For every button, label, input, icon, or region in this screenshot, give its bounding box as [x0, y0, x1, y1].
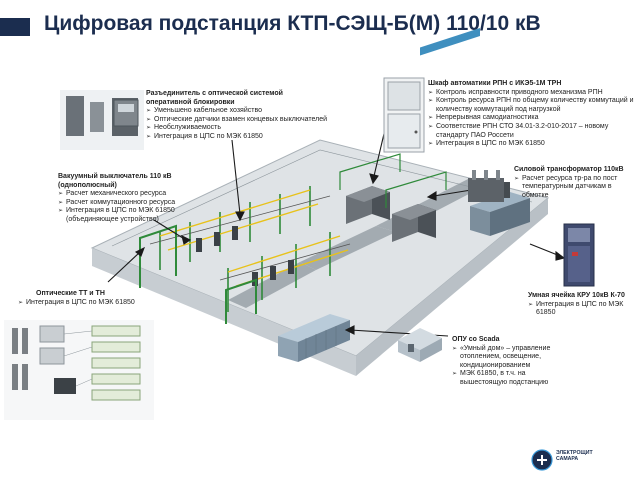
callout-transformer: Силовой трансформатор 110кВ Расчет ресур… — [514, 166, 636, 200]
callout-item: «Умный дом» – управление отоплением, осв… — [452, 345, 570, 371]
callout-item: Соответствие РПН СТО 34.01-3.2-010-2017 … — [428, 123, 636, 140]
disconnector-drive-photo — [113, 99, 139, 127]
kru-cell-photo — [563, 223, 595, 287]
callout-vacuum-breaker: Вакуумный выключатель 110 кВ (однополюсн… — [58, 173, 198, 225]
callout-item: МЭК 61850, в т.ч. на вышестоящую подстан… — [452, 370, 570, 387]
callout-item: Расчет ресурса тр-ра по пост температурн… — [514, 175, 636, 201]
optical-ct-scheme — [4, 320, 154, 420]
callout-smart-cell: Умная ячейка КРУ 10кВ К-70 Интеграция в … — [528, 292, 636, 318]
rpn-cabinet-photo — [383, 77, 425, 153]
callout-title: Разъединитель с оптической системой опер… — [146, 90, 283, 106]
opu-container — [278, 314, 350, 362]
callout-title: Шкаф автоматики РПН с ИКЭ5-1М ТРН — [428, 80, 562, 87]
callout-optical-ct: Оптические ТТ и ТН Интеграция в ЦПС по М… — [18, 290, 138, 307]
transformer-photo — [468, 170, 510, 202]
callout-title: Силовой трансформатор 110кВ — [514, 166, 624, 173]
callout-title: Оптические ТТ и ТН — [36, 290, 105, 297]
callout-item: Интеграция в ЦПС по МЭК 61850 (объединяю… — [58, 207, 198, 224]
callout-item: Уменьшено кабельное хозяйство — [146, 107, 327, 116]
callout-item: Интеграция в ЦПС по МЭК 61850 — [528, 301, 636, 318]
callout-item: Непрерывная самодиагностика — [428, 114, 636, 123]
opu-room-photo — [398, 328, 442, 362]
callout-item: Контроль исправности приводного механизм… — [428, 89, 636, 98]
title-accent-bar — [0, 18, 30, 36]
callout-title: ОПУ со Scada — [452, 336, 500, 343]
callout-item: Интеграция в ЦПС по МЭК 61850 — [428, 140, 636, 149]
callout-item: Оптические датчики взамен концевых выклю… — [146, 116, 327, 125]
callout-item: Интеграция в ЦПС по МЭК 61850 — [146, 133, 327, 142]
callout-opu: ОПУ со Scada «Умный дом» – управление от… — [452, 336, 570, 388]
callout-item: Расчет коммутационного ресурса — [58, 199, 198, 208]
power-transformers — [339, 28, 480, 242]
callout-disconnector: Разъединитель с оптической системой опер… — [146, 90, 327, 142]
company-logo — [528, 448, 632, 472]
switchyard-110kv — [139, 186, 351, 324]
callout-item: Необслуживаемость — [146, 124, 327, 133]
callout-title: Вакуумный выключатель 110 кВ (однополюсн… — [58, 173, 172, 189]
callout-item: Контроль ресурса РПН по общему количеств… — [428, 97, 636, 114]
callout-item: Расчет механического ресурса — [58, 190, 198, 199]
page-title: Цифровая подстанция КТП-СЭЩ-Б(М) 110/10 … — [44, 12, 541, 35]
callout-title: Умная ячейка КРУ 10кВ К-70 — [528, 292, 625, 299]
callout-rpn: Шкаф автоматики РПН с ИКЭ5-1М ТРН Контро… — [428, 80, 636, 149]
callout-item: Интеграция в ЦПС по МЭК 61850 — [18, 299, 138, 308]
company-logo-name: ЭЛЕКТРОЩИТ САМАРА — [556, 450, 593, 462]
